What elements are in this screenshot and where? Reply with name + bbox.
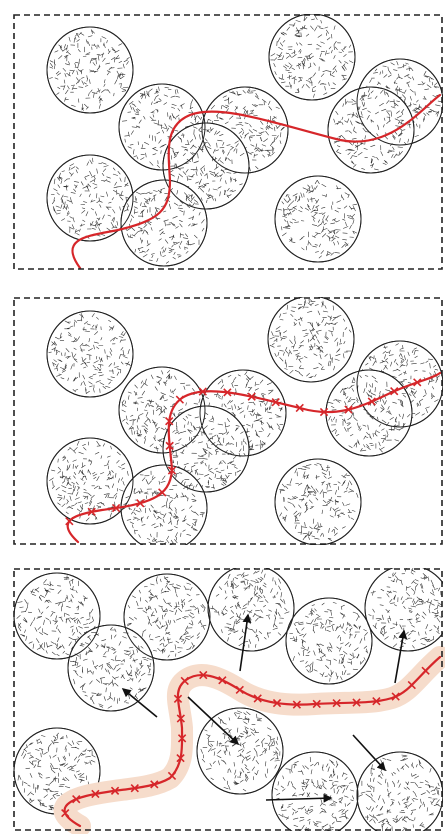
panel-3 (14, 565, 445, 834)
panel-1 (14, 14, 443, 269)
panel-2 (14, 296, 443, 551)
